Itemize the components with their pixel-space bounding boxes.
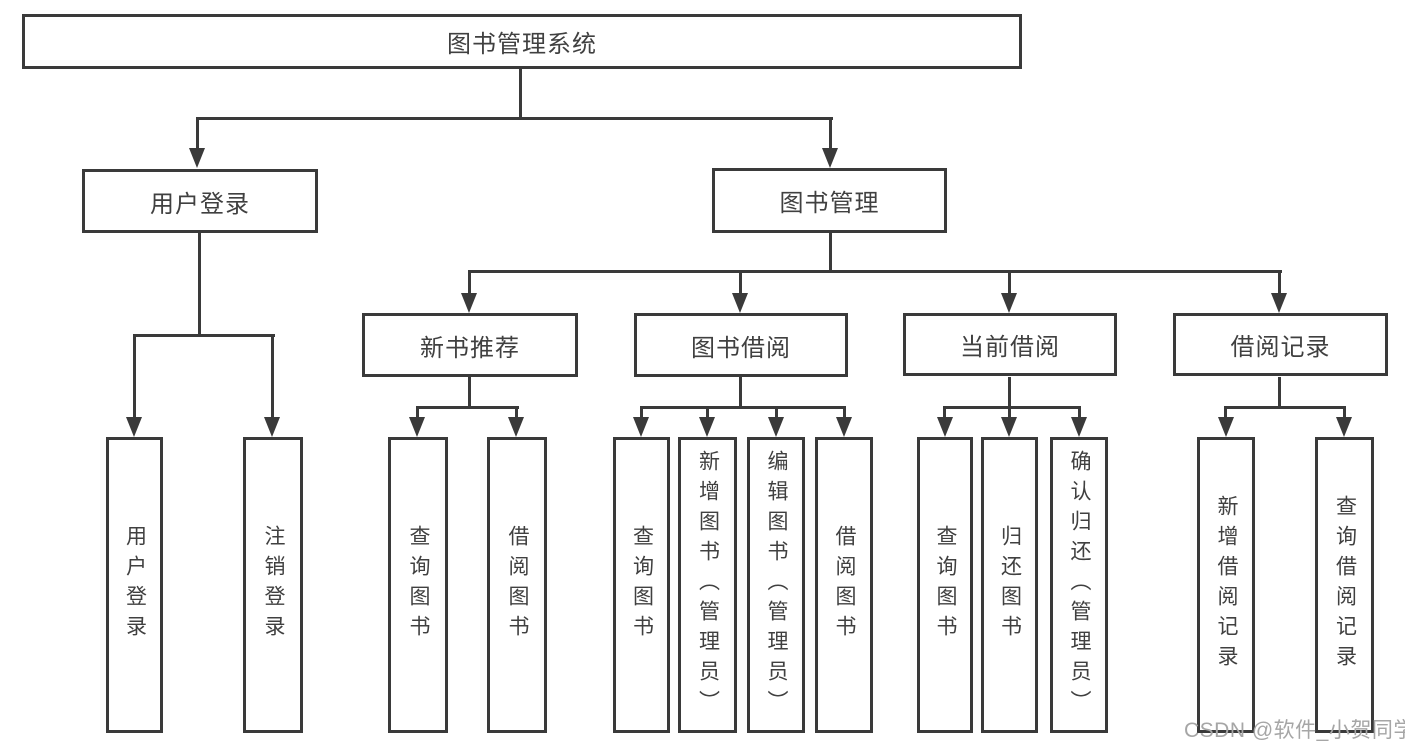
node-label: 图书借阅 bbox=[691, 334, 791, 362]
node-user-login: 用户登录 bbox=[82, 169, 318, 233]
leaf-label: 借阅图书 bbox=[506, 525, 529, 645]
connector-line bbox=[775, 406, 778, 420]
node-root-label: 图书管理系统 bbox=[447, 31, 597, 58]
arrow-down-icon bbox=[1271, 293, 1287, 313]
connector-line bbox=[468, 270, 471, 297]
connector-line bbox=[739, 270, 742, 297]
arrow-down-icon bbox=[1071, 417, 1087, 437]
arrow-down-icon bbox=[461, 293, 477, 313]
connector-line bbox=[843, 406, 846, 420]
leaf-label: 借阅图书 bbox=[833, 525, 856, 645]
connector-line bbox=[640, 406, 846, 409]
node-root-system: 图书管理系统 bbox=[22, 14, 1022, 69]
leaf-label: 归还图书 bbox=[998, 525, 1022, 645]
arrow-down-icon bbox=[1001, 293, 1017, 313]
connector-line bbox=[706, 406, 709, 420]
arrow-down-icon bbox=[836, 417, 852, 437]
leaf-label: 新增借阅记录 bbox=[1215, 495, 1238, 675]
connector-line bbox=[133, 334, 275, 337]
connector-line bbox=[1224, 406, 1227, 420]
arrow-down-icon bbox=[189, 148, 205, 168]
arrow-down-icon bbox=[1001, 417, 1017, 437]
arrow-down-icon bbox=[633, 417, 649, 437]
leaf-confirm-return-admin: 确认归还（管理员） bbox=[1050, 437, 1108, 733]
connector-line bbox=[515, 406, 518, 420]
connector-line bbox=[829, 117, 832, 151]
connector-line bbox=[943, 406, 946, 420]
connector-line bbox=[1008, 377, 1011, 409]
leaf-logout: 注销登录 bbox=[243, 437, 303, 733]
connector-line bbox=[1008, 270, 1011, 297]
connector-line bbox=[1343, 406, 1346, 420]
node-label: 借阅记录 bbox=[1230, 334, 1331, 361]
leaf-borrow-books: 借阅图书 bbox=[487, 437, 547, 733]
connector-line bbox=[271, 334, 274, 422]
node-book-management: 图书管理 bbox=[712, 168, 947, 233]
connector-line bbox=[829, 233, 832, 273]
leaf-label: 确认归还（管理员） bbox=[1068, 450, 1091, 720]
connector-line bbox=[196, 117, 199, 151]
arrow-down-icon bbox=[264, 417, 280, 437]
csdn-watermark: CSDN @软件_小贺同学 bbox=[1184, 719, 1405, 742]
connector-line bbox=[416, 406, 519, 409]
arrow-down-icon bbox=[699, 417, 715, 437]
leaf-borrow-books: 借阅图书 bbox=[815, 437, 873, 733]
node-borrow-records: 借阅记录 bbox=[1173, 313, 1388, 376]
node-label: 用户登录 bbox=[150, 190, 250, 218]
leaf-query-borrow-record: 查询借阅记录 bbox=[1315, 437, 1374, 733]
connector-line bbox=[1224, 406, 1346, 409]
node-current-borrow: 当前借阅 bbox=[903, 313, 1117, 376]
arrow-down-icon bbox=[768, 417, 784, 437]
connector-line bbox=[640, 406, 643, 420]
connector-line bbox=[468, 270, 1282, 273]
leaf-label: 注销登录 bbox=[262, 525, 285, 645]
arrow-down-icon bbox=[409, 417, 425, 437]
arrow-down-icon bbox=[937, 417, 953, 437]
leaf-edit-book-admin: 编辑图书（管理员） bbox=[747, 437, 805, 733]
leaf-label: 查询图书 bbox=[407, 525, 430, 645]
leaf-user-login: 用户登录 bbox=[106, 437, 163, 733]
node-book-borrow: 图书借阅 bbox=[634, 313, 848, 377]
arrow-down-icon bbox=[732, 293, 748, 313]
leaf-label: 编辑图书（管理员） bbox=[765, 450, 788, 720]
leaf-label: 用户登录 bbox=[123, 525, 147, 645]
leaf-query-books: 查询图书 bbox=[917, 437, 973, 733]
leaf-label: 查询图书 bbox=[934, 525, 957, 645]
leaf-label: 查询图书 bbox=[630, 525, 654, 645]
connector-line bbox=[519, 68, 522, 120]
node-label: 当前借阅 bbox=[960, 334, 1060, 361]
connector-line bbox=[1078, 406, 1081, 420]
arrow-down-icon bbox=[508, 417, 524, 437]
arrow-down-icon bbox=[822, 148, 838, 168]
connector-line bbox=[198, 233, 201, 337]
node-new-book-recommend: 新书推荐 bbox=[362, 313, 578, 377]
leaf-return-book: 归还图书 bbox=[981, 437, 1038, 733]
node-label: 新书推荐 bbox=[420, 334, 520, 362]
arrow-down-icon bbox=[1336, 417, 1352, 437]
connector-line bbox=[1278, 270, 1281, 297]
leaf-query-books: 查询图书 bbox=[388, 437, 448, 733]
arrow-down-icon bbox=[126, 417, 142, 437]
leaf-add-borrow-record: 新增借阅记录 bbox=[1197, 437, 1255, 733]
arrow-down-icon bbox=[1218, 417, 1234, 437]
connector-line bbox=[1278, 377, 1281, 409]
leaf-query-books: 查询图书 bbox=[613, 437, 670, 733]
connector-line bbox=[133, 334, 136, 422]
connector-line bbox=[416, 406, 419, 420]
node-label: 图书管理 bbox=[779, 190, 880, 217]
leaf-add-book-admin: 新增图书（管理员） bbox=[678, 437, 737, 733]
leaf-label: 查询借阅记录 bbox=[1333, 495, 1357, 675]
connector-line bbox=[739, 377, 742, 409]
connector-line bbox=[468, 377, 471, 409]
connector-line bbox=[196, 117, 833, 120]
leaf-label: 新增图书（管理员） bbox=[696, 450, 720, 720]
connector-line bbox=[943, 406, 1081, 409]
connector-line bbox=[1008, 406, 1011, 420]
